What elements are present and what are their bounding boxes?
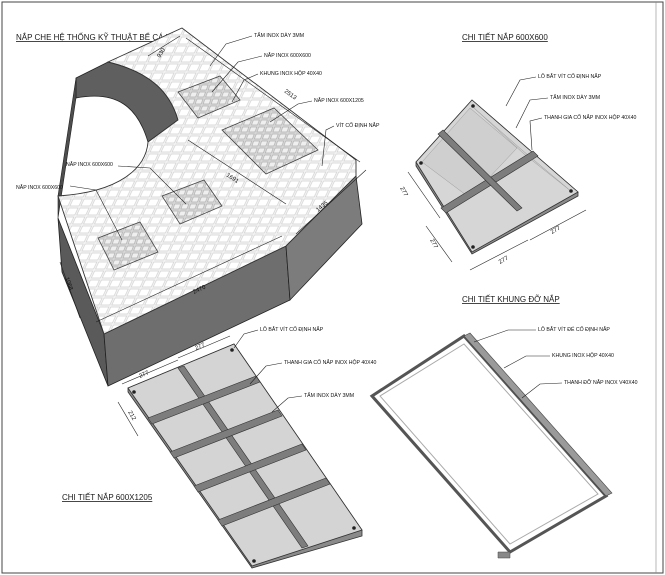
dim-1205-line-a bbox=[121, 359, 179, 385]
label-1205-thanh: THANH GIA CỐ NẮP INOX HỘP 40X40 bbox=[284, 358, 376, 366]
dim-2513: 2513 bbox=[283, 89, 298, 102]
frame-side-rail bbox=[463, 332, 613, 497]
leader-frame-lo-bat bbox=[473, 329, 536, 343]
dim-600-c: 277 bbox=[498, 255, 510, 266]
panel-1205-bar-2 bbox=[169, 409, 283, 459]
dim-line-1435 bbox=[295, 169, 367, 235]
label-frame-lo-bat: LỖ BẮT VÍT ĐỂ CỐ ĐỊNH NẮP bbox=[538, 325, 610, 333]
panel-1205-hole-3 bbox=[352, 526, 356, 530]
dim-line-1691 bbox=[187, 139, 287, 205]
leader-nap-600-b bbox=[117, 165, 187, 205]
cover-panel-600-top bbox=[177, 75, 241, 119]
leader-vit bbox=[321, 125, 335, 167]
label-tam-inox: TẤM INOX DÀY 3MM bbox=[254, 32, 304, 39]
leader-nap-600-c bbox=[69, 185, 123, 241]
leader-1205-tam bbox=[271, 395, 303, 413]
panel-1205-bar-1 bbox=[147, 375, 261, 425]
cover-panel-1205 bbox=[221, 107, 319, 175]
curved-wall-side bbox=[57, 77, 77, 219]
detail-600-view: CHI TIẾT NẮP 600X600 LỖ BẮT VÍT CỐ ĐỊNH … bbox=[398, 32, 636, 271]
detail-600-title: CHI TIẾT NẮP 600X600 bbox=[462, 32, 548, 42]
dim-1205-c: 212 bbox=[126, 410, 137, 422]
main-iso-view: NẮP CHE HỆ THỐNG KỸ THUẬT BỂ CÁ KOI 930 … bbox=[16, 27, 380, 387]
panel-1205-bar-3 bbox=[193, 443, 307, 493]
dim-1068: 1068 bbox=[63, 277, 73, 292]
label-vit: VÍT CỐ ĐỊNH NẮP bbox=[336, 121, 380, 129]
leader-600-lo-bat bbox=[505, 76, 537, 107]
leader-1205-lo-bat bbox=[233, 329, 259, 349]
leader-nap-600-a bbox=[211, 55, 263, 93]
label-600-thanh: THANH GIA CỐ NẮP INOX HỘP 40X40 bbox=[544, 113, 636, 121]
panel-600-quad-1 bbox=[421, 107, 518, 199]
frame-inner bbox=[379, 343, 599, 545]
dim-1205-line-b bbox=[177, 335, 231, 359]
label-1205-tam: TẤM INOX DÀY 3MM bbox=[304, 392, 354, 399]
label-600-tam: TẤM INOX DÀY 3MM bbox=[550, 94, 600, 101]
label-frame-thanh: THANH ĐỠ NẮP INOX V40X40 bbox=[564, 378, 638, 386]
leader-frame-khung bbox=[503, 355, 550, 369]
dim-600-line-b bbox=[425, 225, 453, 263]
frame-corner-tab bbox=[497, 551, 511, 559]
leader-600-tam bbox=[515, 97, 549, 129]
detail-frame-title: CHI TIẾT KHUNG ĐỠ NẮP bbox=[462, 294, 560, 304]
dim-1205-a: 277 bbox=[138, 370, 150, 380]
detail-1205-view: CHI TIẾT NẮP 600X1205 LỖ BẮT VÍT CỐ ĐỊNH… bbox=[62, 325, 376, 569]
label-600-lo-bat: LỖ BẮT VÍT CỐ ĐỊNH NẮP bbox=[538, 72, 602, 80]
panel-600-hole-1 bbox=[471, 104, 475, 108]
panel-1205-hole-2 bbox=[132, 390, 136, 394]
dim-600-b: 277 bbox=[428, 238, 438, 250]
dim-2470: 2470 bbox=[192, 284, 207, 296]
dim-600-line-c bbox=[469, 239, 529, 271]
panel-600-bar-2 bbox=[437, 129, 523, 212]
detail-1205-title: CHI TIẾT NẮP 600X1205 bbox=[62, 492, 153, 502]
leader-khung-inox bbox=[231, 73, 259, 103]
panel-600-hole-3 bbox=[471, 245, 475, 249]
leader-1205-thanh bbox=[249, 362, 283, 385]
label-1205-lo-bat: LỖ BẮT VÍT CỐ ĐỊNH NẮP bbox=[260, 325, 324, 333]
label-nap-1205: NẮP INOX 600X1205 bbox=[314, 96, 364, 104]
main-title: NẮP CHE HỆ THỐNG KỸ THUẬT BỂ CÁ KOI bbox=[16, 32, 179, 42]
panel-600-hole-4 bbox=[419, 161, 423, 165]
dim-1205-b: 277 bbox=[194, 342, 206, 352]
dim-line-2470 bbox=[95, 235, 283, 323]
leader-frame-thanh bbox=[521, 382, 563, 399]
leader-600-thanh bbox=[529, 117, 543, 151]
panel-1205-bar-4 bbox=[217, 477, 331, 527]
cover-panel-600-low bbox=[97, 221, 159, 271]
label-nap-600-a: NẮP INOX 600X600 bbox=[264, 51, 311, 59]
dim-600-d: 277 bbox=[550, 225, 562, 236]
panel-1205-hole-4 bbox=[252, 559, 256, 563]
dim-600-line-d bbox=[529, 209, 587, 241]
dim-line-1068 bbox=[59, 261, 81, 319]
dim-600-line-a bbox=[407, 171, 441, 219]
dim-600-a: 277 bbox=[398, 186, 408, 198]
dim-1205-line-c bbox=[117, 401, 139, 437]
label-nap-600-b: NẮP INOX 600X600 bbox=[66, 160, 113, 168]
dim-line-930 bbox=[147, 35, 181, 57]
detail-frame-view: CHI TIẾT KHUNG ĐỠ NẮP LỖ BẮT VÍT ĐỂ CỐ Đ… bbox=[369, 294, 638, 559]
leader-tam-inox bbox=[209, 35, 253, 67]
panel-600-hole-2 bbox=[569, 189, 573, 193]
label-khung-inox: KHUNG INOX HỘP 40X40 bbox=[260, 70, 322, 77]
label-nap-600-c: NẮP INOX 600X600 bbox=[16, 183, 63, 191]
leader-nap-1205 bbox=[269, 100, 313, 123]
label-frame-khung: KHUNG INOX HỘP 40X40 bbox=[552, 352, 614, 359]
cover-panel-600-mid bbox=[161, 179, 223, 225]
dim-930: 930 bbox=[157, 47, 168, 59]
panel-1205-hole-1 bbox=[230, 348, 234, 352]
